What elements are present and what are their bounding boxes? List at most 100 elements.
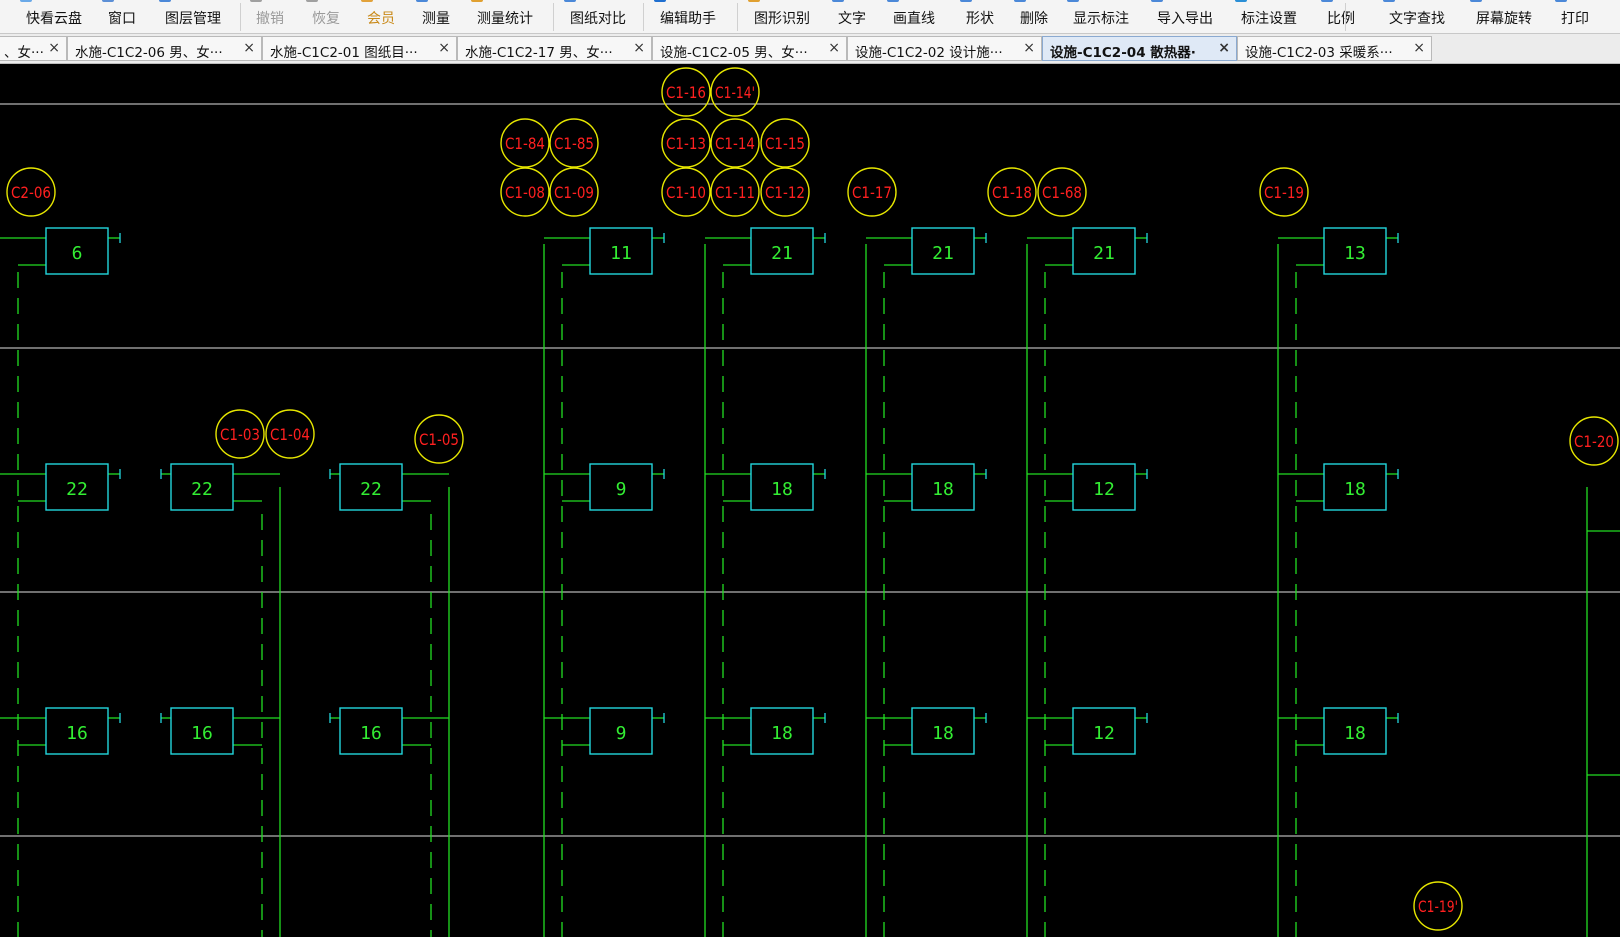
radiator-box <box>339 463 403 511</box>
close-icon[interactable]: × <box>1218 40 1230 56</box>
document-tab[interactable]: 、女···× <box>0 36 67 61</box>
callout-label: C1-85 <box>554 134 594 153</box>
window-icon <box>102 0 114 2</box>
callout-bubble: C1-18 <box>987 167 1037 217</box>
callout-bubble: C1-68 <box>1037 167 1087 217</box>
callout-label: C1-03 <box>220 425 260 444</box>
radiator-section-count: 11 <box>610 243 632 264</box>
close-icon[interactable]: × <box>633 40 645 56</box>
callout-ring <box>215 409 265 459</box>
radiator: 18 <box>750 463 814 511</box>
radiator: 16 <box>45 707 109 755</box>
toolbar-button-label: 文字 <box>838 10 866 26</box>
edit-assistant-icon <box>654 0 666 2</box>
callout-ring <box>661 67 711 117</box>
radiator-section-count: 16 <box>191 723 213 744</box>
document-tab[interactable]: 水施-C1C2-01 图纸目···× <box>262 36 457 61</box>
document-tab[interactable]: 设施-C1C2-03 采暖系···× <box>1237 36 1432 61</box>
radiator: 16 <box>339 707 403 755</box>
callout-ring <box>1037 167 1087 217</box>
measure-stats-icon <box>471 0 483 2</box>
callout-ring <box>549 167 599 217</box>
radiator: 18 <box>1323 463 1387 511</box>
radiator: 6 <box>45 227 109 275</box>
radiator-box <box>170 707 234 755</box>
document-tab[interactable]: 水施-C1C2-06 男、女···× <box>67 36 262 61</box>
callout-bubble: C1-04 <box>265 409 315 459</box>
close-icon[interactable]: × <box>438 40 450 56</box>
toolbar-separator <box>643 3 644 31</box>
callout-ring <box>661 167 711 217</box>
callout-label: C1-16 <box>666 83 706 102</box>
callout-label: C1-13 <box>666 134 706 153</box>
callout-bubble: C1-16 <box>661 67 711 117</box>
callout-bubble: C1-09 <box>549 167 599 217</box>
toolbar-button-label: 测量 <box>422 10 450 26</box>
radiator-section-count: 9 <box>616 479 627 500</box>
radiator: 16 <box>170 707 234 755</box>
callout-ring <box>987 167 1037 217</box>
radiator-section-count: 16 <box>66 723 88 744</box>
radiator-section-count: 22 <box>360 479 382 500</box>
rotate-screen-icon <box>1470 0 1482 2</box>
toolbar-button-label: 编辑助手 <box>660 10 716 26</box>
radiator: 22 <box>45 463 109 511</box>
document-tab[interactable]: 设施-C1C2-04 散热器·× <box>1042 36 1237 61</box>
callout-label: C1-12 <box>765 183 805 202</box>
document-tab[interactable]: 设施-C1C2-05 男、女···× <box>652 36 847 61</box>
shape-icon <box>960 0 972 2</box>
close-icon[interactable]: × <box>48 40 60 56</box>
radiator: 21 <box>911 227 975 275</box>
radiator-box <box>750 227 814 275</box>
callout-label: C1-14 <box>715 134 755 153</box>
close-icon[interactable]: × <box>828 40 840 56</box>
callout-bubble: C1-14 <box>710 118 760 168</box>
callout-label: C1-84 <box>505 134 545 153</box>
radiator: 21 <box>1072 227 1136 275</box>
close-icon[interactable]: × <box>243 40 255 56</box>
radiator: 12 <box>1072 463 1136 511</box>
radiator-box <box>1323 463 1387 511</box>
toolbar-button-label: 文字查找 <box>1389 10 1445 26</box>
callout-ring <box>265 409 315 459</box>
callout-ring <box>1259 167 1309 217</box>
cloud-icon <box>20 0 32 2</box>
toolbar-button-label: 标注设置 <box>1241 10 1297 26</box>
toolbar-button-label: 窗口 <box>108 10 136 26</box>
radiator-section-count: 22 <box>66 479 88 500</box>
document-tab[interactable]: 设施-C1C2-02 设计施··· × <box>847 36 1042 61</box>
compare-icon <box>564 0 576 2</box>
document-tab[interactable]: 水施-C1C2-17 男、女···× <box>457 36 652 61</box>
callout-label: C1-04 <box>270 425 310 444</box>
pipe-network <box>0 233 1620 937</box>
callout-label: C1-18 <box>992 183 1032 202</box>
radiator-box <box>589 463 653 511</box>
callout-ring <box>500 167 550 217</box>
callout-bubble: C1-14' <box>710 67 760 117</box>
callout-bubble: C1-12 <box>760 167 810 217</box>
callout-label: C1-68 <box>1042 183 1082 202</box>
tab-label: 设施-C1C2-02 设计施··· <box>855 45 1003 61</box>
callout-bubble: C1-03 <box>215 409 265 459</box>
tab-label: 、女··· <box>4 45 44 61</box>
radiator-box <box>750 463 814 511</box>
radiator-box <box>45 463 109 511</box>
radiator: 11 <box>589 227 653 275</box>
floor-lines <box>0 103 1620 837</box>
callout-bubble: C1-17 <box>847 167 897 217</box>
close-icon[interactable]: × <box>1413 40 1425 56</box>
callout-bubble: C1-13 <box>661 118 711 168</box>
callout-label: C1-14' <box>715 83 755 102</box>
close-icon[interactable]: × <box>1023 40 1035 56</box>
line-icon <box>887 0 899 2</box>
member-icon <box>361 0 373 2</box>
callout-label: C1-19' <box>1418 897 1458 916</box>
toolbar-button-label: 撤销 <box>256 10 284 26</box>
radiator-box <box>1072 463 1136 511</box>
radiator-section-count: 18 <box>932 723 954 744</box>
toolbar-separator <box>1345 3 1346 31</box>
radiator-box <box>339 707 403 755</box>
radiator-box <box>170 463 234 511</box>
